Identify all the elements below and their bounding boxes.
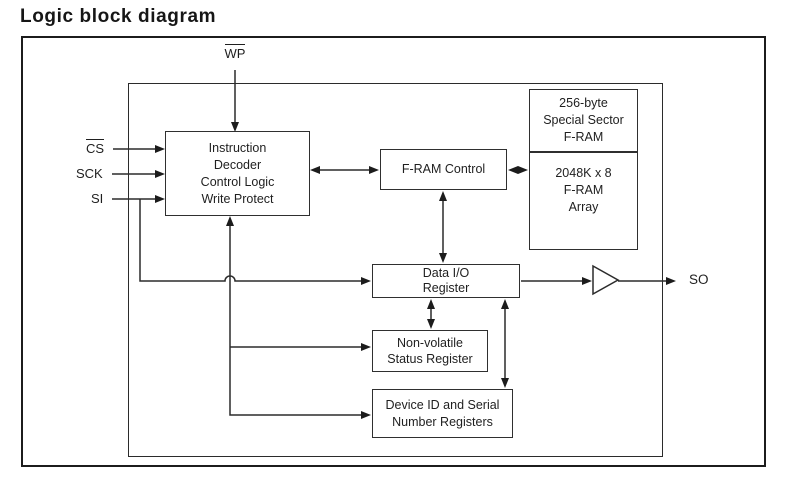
si-pin-label: SI (91, 191, 104, 206)
cs-pin-label: CS (82, 139, 108, 156)
decoder-fram-control-bidir-arrow (310, 166, 379, 174)
nv-status-line: Non-volatile (396, 336, 463, 350)
sck-pin-label: SCK (76, 166, 103, 181)
device-id-line: Device ID and Serial (385, 397, 500, 412)
data-io-to-buffer-arrow (521, 277, 592, 285)
wp-active-low-label: WP (224, 44, 246, 61)
wp-pin-label: WP (220, 44, 250, 61)
instruction-decoder-line: Write Protect (201, 191, 274, 206)
device-id-registers-block: Device ID and Serial Number Registers (372, 389, 513, 438)
si-branch-to-data-io-line (139, 199, 371, 285)
chip-boundary-frame (128, 83, 663, 457)
so-pin-label: SO (689, 272, 709, 287)
cs-arrow (113, 145, 165, 153)
fram-array-line: 2048K x 8 (555, 166, 612, 180)
nv-status-line: Status Register (387, 352, 473, 366)
fram-control-array-bidir-arrow (508, 166, 528, 174)
data-io-line: Register (422, 281, 470, 295)
data-io-nv-status-bidir-arrow (427, 299, 435, 329)
cs-active-low-label: CS (85, 139, 105, 156)
special-sector-line: F-RAM (563, 130, 604, 144)
output-buffer-icon (592, 264, 620, 296)
si-arrow (112, 195, 165, 203)
data-io-register-block: Data I/O Register (372, 264, 520, 298)
fram-control-block: F-RAM Control (380, 149, 507, 190)
instruction-decoder-block: Instruction Decoder Control Logic Write … (165, 131, 310, 216)
data-io-line: Data I/O (422, 265, 470, 280)
instruction-decoder-line: Instruction (208, 140, 267, 155)
decoder-to-registers-line (226, 216, 371, 419)
fram-control-label: F-RAM Control (401, 162, 486, 176)
device-id-line: Number Registers (392, 414, 493, 429)
buffer-to-so-arrow (618, 277, 676, 285)
figure-outer-frame (21, 36, 766, 467)
instruction-decoder-line: Control Logic (200, 174, 275, 189)
instruction-decoder-line: Decoder (213, 157, 262, 172)
fram-array-block: 2048K x 8 F-RAM Array (529, 152, 638, 250)
wp-arrow (231, 70, 239, 132)
special-sector-line: 256-byte (559, 96, 608, 110)
fram-array-line: Array (568, 200, 599, 214)
data-io-device-id-bidir-arrow (501, 299, 509, 388)
sck-arrow (112, 170, 165, 178)
nv-status-register-block: Non-volatile Status Register (372, 330, 488, 372)
special-sector-fram-block: 256-byte Special Sector F-RAM (529, 89, 638, 152)
fram-control-data-io-bidir-arrow (439, 191, 447, 263)
page-title: Logic block diagram (20, 6, 217, 27)
special-sector-line: Special Sector (543, 113, 624, 127)
fram-array-line: F-RAM (563, 183, 604, 197)
